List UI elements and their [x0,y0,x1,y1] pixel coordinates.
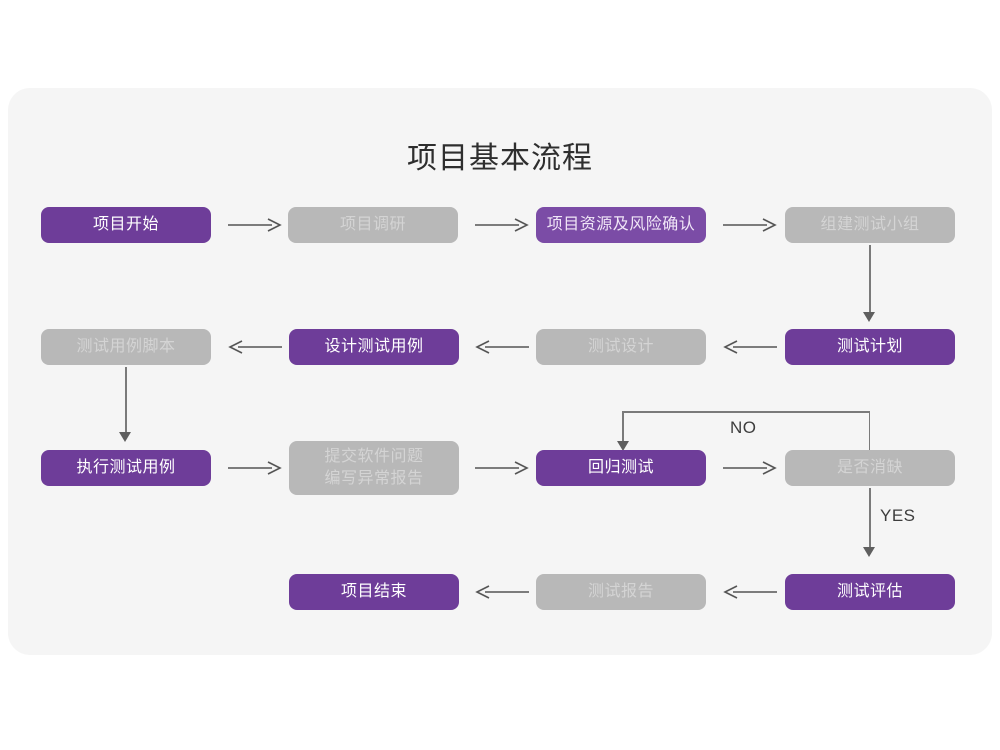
node-label: 回归测试 [587,459,654,476]
arrow-left-plan-to-testdesign [718,329,782,365]
edge-label-yes: YES [880,506,916,525]
node-project-research[interactable]: 项目调研 [288,207,458,243]
connector-yes-line [869,488,871,550]
node-label-line-2: 编写异常报告 [324,470,424,487]
node-design-test-case[interactable]: 设计测试用例 [289,329,459,365]
node-defect-cleared[interactable]: 是否消缺 [785,450,955,486]
node-label: 项目调研 [339,216,406,233]
arrow-left-testdesign-to-designcase [470,329,534,365]
node-label: 测试报告 [587,583,654,600]
connector-no-loop-left-vertical [622,411,624,444]
node-test-evaluation[interactable]: 测试评估 [785,574,955,610]
node-project-end[interactable]: 项目结束 [289,574,459,610]
node-label: 执行测试用例 [76,459,176,476]
node-test-report[interactable]: 测试报告 [536,574,706,610]
node-resource-risk-confirm[interactable]: 项目资源及风险确认 [536,207,706,243]
connector-team-to-plan-line [869,245,871,315]
connector-script-to-execute-line [125,367,127,435]
arrow-right-start-to-research [223,207,287,243]
connector-no-loop-right-vertical [868,411,871,466]
connector-no-loop-horizontal [622,411,870,413]
arrow-right-defect-to-regression [470,450,534,486]
arrow-left-design-to-script [223,329,287,365]
node-label: 测试设计 [587,338,654,355]
node-label-line-1: 提交软件问题 [324,448,424,465]
node-label: 项目资源及风险确认 [546,216,696,233]
node-test-case-script[interactable]: 测试用例脚本 [41,329,211,365]
node-execute-test-case[interactable]: 执行测试用例 [41,450,211,486]
node-submit-defect-report[interactable]: 提交软件问题 编写异常报告 [289,441,459,495]
connector-yes-arrowhead [863,547,875,557]
connector-team-to-plan-arrowhead [863,312,875,322]
node-label: 组建测试小组 [820,216,920,233]
connector-script-to-execute-arrowhead [119,432,131,442]
node-test-design[interactable]: 测试设计 [536,329,706,365]
arrow-right-research-to-risk [470,207,534,243]
node-project-start[interactable]: 项目开始 [41,207,211,243]
arrow-left-report-to-end [470,574,534,610]
connector-no-loop-arrowhead [616,441,629,451]
node-label: 项目开始 [92,216,159,233]
node-label: 测试计划 [836,338,903,355]
node-label: 项目结束 [340,583,407,600]
arrow-left-evaluation-to-report [718,574,782,610]
arrow-right-regression-to-cleared [718,450,782,486]
page-title: 项目基本流程 [407,142,593,175]
flowchart-card: 项目基本流程 项目开始 项目调研 项目资源及风险确认 组建测试小组 测试用例脚 [8,88,992,655]
node-label: 测试评估 [836,583,903,600]
node-label: 测试用例脚本 [76,338,176,355]
node-label: 设计测试用例 [324,338,424,355]
arrow-right-risk-to-team [718,207,782,243]
node-regression-test[interactable]: 回归测试 [536,450,706,486]
node-test-plan[interactable]: 测试计划 [785,329,955,365]
edge-label-no: NO [730,418,757,437]
node-build-test-team[interactable]: 组建测试小组 [785,207,955,243]
node-label: 是否消缺 [836,459,903,476]
arrow-right-execute-to-defect [223,450,287,486]
